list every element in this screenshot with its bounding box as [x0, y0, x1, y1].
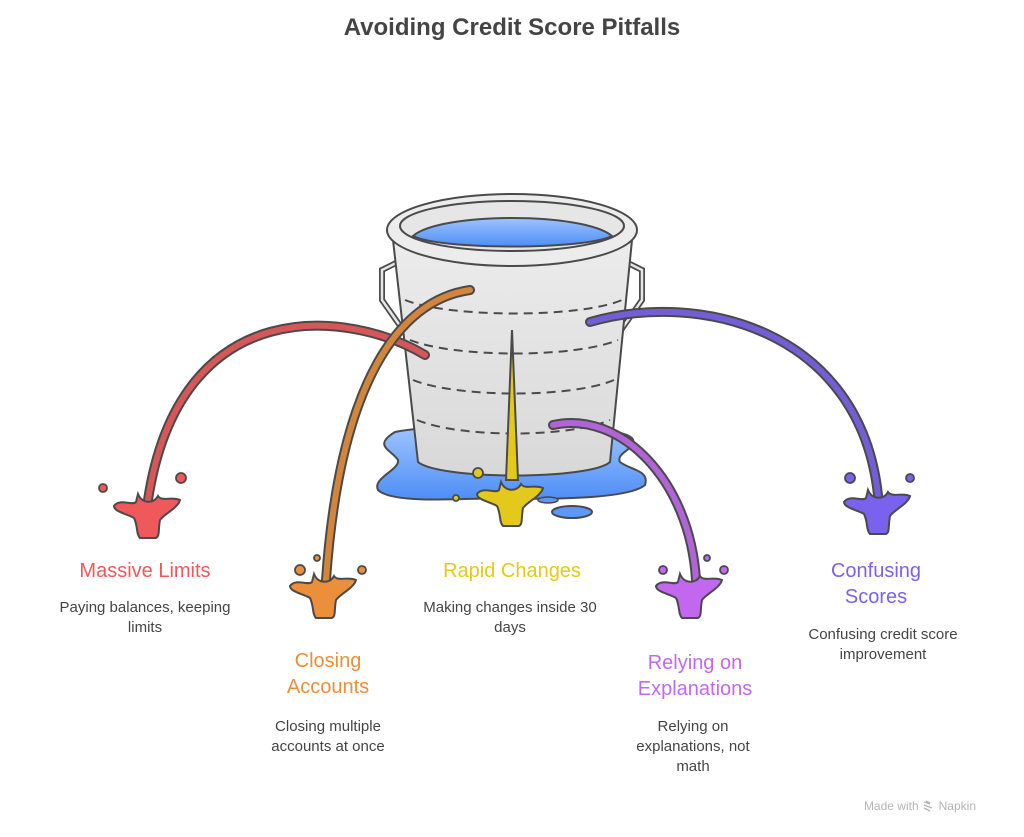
- description-massive-limits: Paying balances, keeping limits: [59, 599, 231, 636]
- water-drop: [537, 496, 559, 504]
- splash-droplet: [472, 467, 484, 479]
- bucket-water: [411, 217, 614, 248]
- splash-droplet: [98, 483, 108, 493]
- label-closing-accounts: Closing Accounts: [286, 650, 370, 698]
- label-confusing-scores: Confusing Scores: [830, 560, 922, 608]
- water-drop: [551, 505, 593, 519]
- napkin-brand-text: Napkin: [938, 799, 976, 813]
- stream-outline-confusing-scores: [585, 306, 883, 500]
- splash-rapid-changes: [475, 478, 545, 527]
- description-relying-on-explanations: Relying on explanations, not math: [636, 718, 750, 775]
- description-confusing-scores: Confusing credit score improvement: [808, 626, 958, 663]
- splash-droplet: [905, 473, 915, 483]
- splash-droplet: [703, 554, 711, 562]
- splash-droplet: [294, 564, 306, 576]
- splash-droplet: [175, 472, 187, 484]
- splash-droplet: [844, 472, 856, 484]
- stream-confusing-scores: [587, 308, 881, 498]
- splash-droplet: [658, 565, 668, 575]
- description-closing-accounts: Closing multiple accounts at once: [271, 718, 385, 755]
- stream-closing-accounts: [323, 287, 473, 583]
- napkin-logo-icon: [923, 800, 932, 812]
- made-with-text: Made with: [863, 799, 919, 813]
- splash-droplet: [452, 494, 460, 502]
- stream-rapid-changes: [504, 329, 520, 481]
- footer-credit: Made with Napkin: [864, 799, 976, 813]
- bucket-handle-right-inner: [612, 260, 644, 341]
- description-rapid-changes: Making changes inside 30 days: [423, 599, 597, 636]
- splash-closing-accounts: [288, 570, 358, 619]
- bucket-handle-left-inner: [380, 260, 412, 341]
- splash-massive-limits: [112, 490, 182, 539]
- splash-relying-on-explanations: [654, 570, 724, 619]
- label-relying-on-explanations: Relying on Explanations: [637, 652, 753, 700]
- splash-droplet: [719, 565, 729, 575]
- splash-droplet: [357, 565, 367, 575]
- stream-relying-on-explanations: [550, 420, 699, 583]
- label-rapid-changes: Rapid Changes: [443, 560, 581, 582]
- diagram-title: Avoiding Credit Score Pitfalls: [343, 14, 681, 41]
- splash-droplet: [313, 554, 321, 562]
- splash-confusing-scores: [842, 486, 912, 535]
- label-massive-limits: Massive Limits: [79, 560, 211, 582]
